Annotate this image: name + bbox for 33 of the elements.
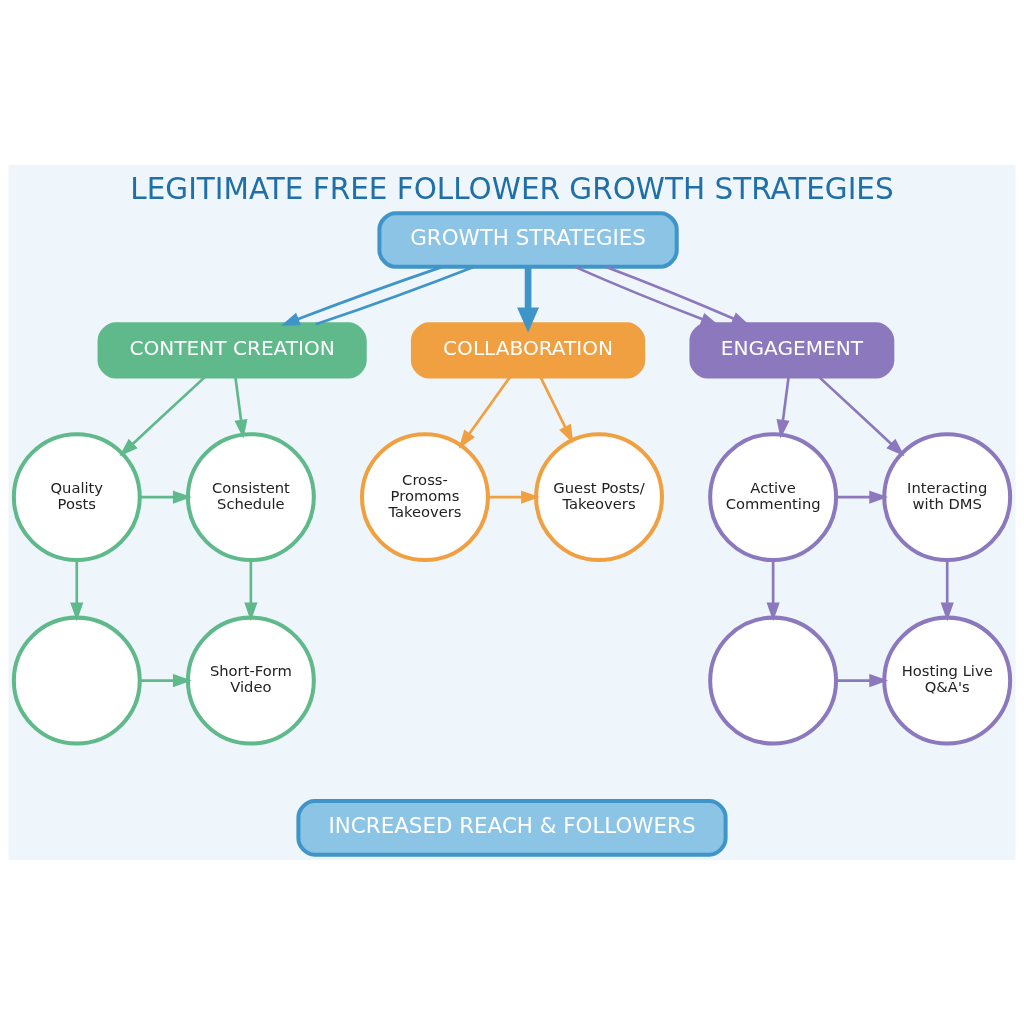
arrow — [458, 375, 512, 449]
arrow — [517, 266, 540, 332]
arrow — [539, 375, 574, 444]
node-box: ENGAGEMENT — [689, 321, 895, 379]
node-circle: Active Commenting — [708, 431, 839, 562]
node-box: GROWTH STRATEGIES — [377, 210, 679, 269]
node-circle — [708, 615, 839, 745]
arrow — [488, 490, 540, 504]
arrow — [818, 375, 905, 456]
node-circle: Short-Form Video — [185, 615, 316, 745]
diagram-title: LEGITIMATE FREE FOLLOWER GROWTH STRATEGIES — [130, 171, 894, 206]
arrow — [766, 559, 780, 621]
node-box: COLLABORATION — [410, 321, 646, 379]
arrow — [776, 376, 790, 438]
node-circle: Consistent Schedule — [185, 431, 316, 562]
node-circle: Quality Posts — [11, 431, 142, 562]
node-circle: Hosting Live Q&A's — [882, 615, 1013, 745]
node-circle: Interacting with DMS — [882, 431, 1013, 562]
node-circle — [11, 615, 142, 745]
node-box: INCREASED REACH & FOLLOWERS — [296, 798, 728, 857]
node-circle: Guest Posts/ Takeovers — [534, 431, 664, 562]
arrow — [140, 490, 192, 504]
arrow — [836, 490, 889, 504]
arrow — [70, 559, 84, 621]
arrow — [280, 265, 443, 326]
arrow — [119, 375, 206, 456]
arrow — [836, 673, 889, 687]
arrow — [244, 559, 258, 621]
connector — [315, 265, 475, 326]
node-box: CONTENT CREATION — [97, 321, 367, 379]
arrow — [940, 559, 954, 621]
arrow — [140, 673, 192, 687]
arrow — [234, 376, 248, 438]
